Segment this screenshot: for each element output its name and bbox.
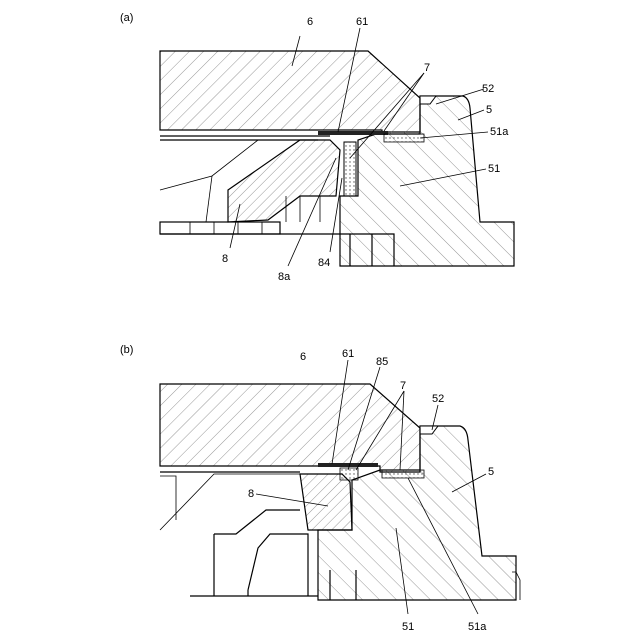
- seal-7-a: [384, 134, 424, 142]
- callout-8-a: 8: [222, 253, 228, 265]
- callout-5-a: 5: [486, 104, 492, 116]
- figure-b-label: (b): [120, 344, 133, 356]
- callout-51a-a: 51a: [490, 126, 509, 138]
- callout-51-a: 51: [488, 163, 500, 175]
- gasket-61-b: [318, 463, 378, 467]
- seal-7-b: [382, 470, 424, 478]
- callout-7-a: 7: [424, 62, 430, 74]
- callout-61-a: 61: [356, 16, 368, 28]
- callout-8-b: 8: [248, 488, 254, 500]
- callout-51-b: 51: [402, 621, 414, 633]
- callout-51a-b: 51a: [468, 621, 487, 633]
- callout-7-b: 7: [400, 380, 406, 392]
- part-84-insert-a: [344, 142, 356, 196]
- part-8-body-b: [300, 474, 352, 530]
- callout-5-b: 5: [488, 466, 494, 478]
- callout-61-b: 61: [342, 348, 354, 360]
- part-8-body-a: [228, 140, 340, 222]
- part-6-plate-a: [160, 51, 420, 134]
- callout-6-a: 6: [307, 16, 313, 28]
- part-6-plate-b: [160, 384, 420, 472]
- figure-a-label: (a): [120, 12, 133, 24]
- callout-84-a: 84: [318, 257, 330, 269]
- figure-a: (a): [120, 12, 514, 283]
- callout-52-b: 52: [432, 393, 444, 405]
- gasket-61-a: [318, 131, 388, 135]
- callout-8a-a: 8a: [278, 271, 291, 283]
- figure-b: (b): [120, 344, 520, 633]
- callout-52-a: 52: [482, 83, 494, 95]
- callout-6-b: 6: [300, 351, 306, 363]
- callout-85-b: 85: [376, 356, 388, 368]
